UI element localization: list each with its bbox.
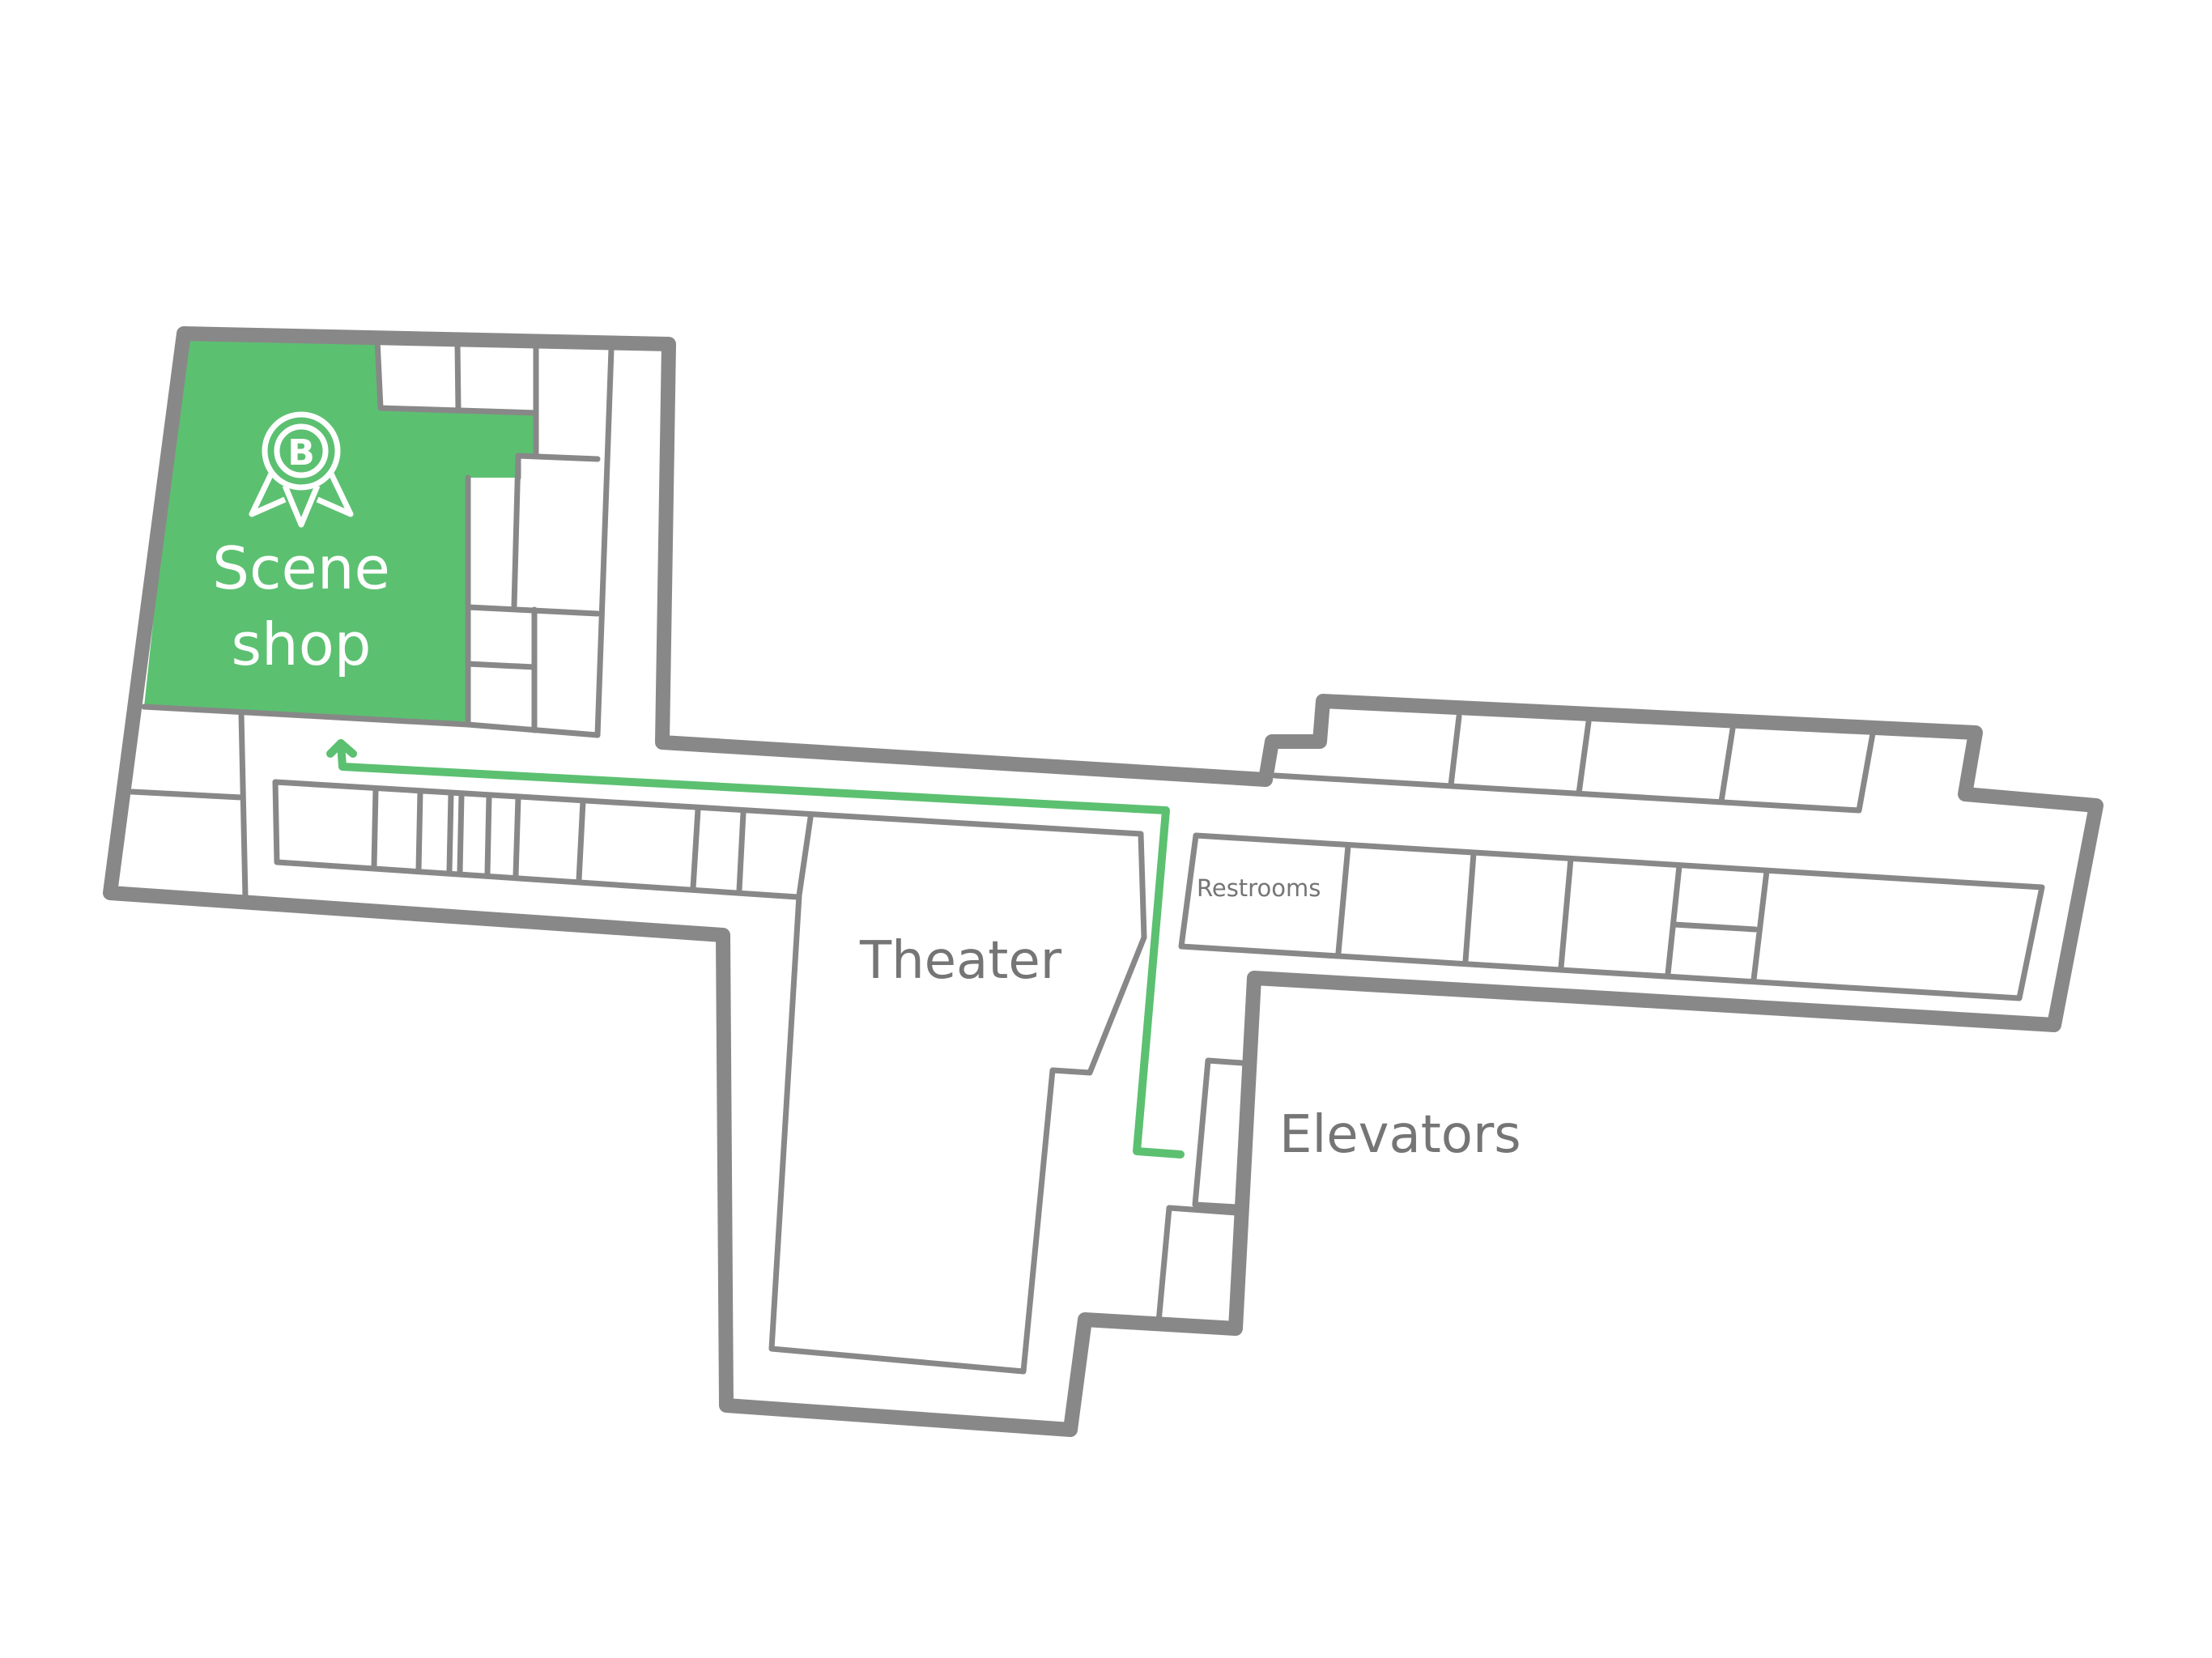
scene-shop-label-line1: Scene (212, 534, 390, 602)
scene-shop-area[interactable] (144, 334, 536, 725)
restrooms-label: Restrooms (1197, 874, 1321, 902)
svg-text:B: B (287, 432, 315, 474)
building-outer-wall (103, 326, 2104, 1437)
interior-walls (129, 337, 2045, 1375)
scene-shop-label-line2: shop (231, 610, 372, 678)
elevators-label: Elevators (1279, 1105, 1521, 1165)
route-arrowhead (326, 739, 357, 758)
map-pin-badge-icon: B (249, 411, 354, 528)
theater-label: Theater (860, 931, 1062, 991)
route-path (337, 739, 1185, 1158)
scene-shop-label[interactable]: Scene shop (131, 530, 471, 682)
